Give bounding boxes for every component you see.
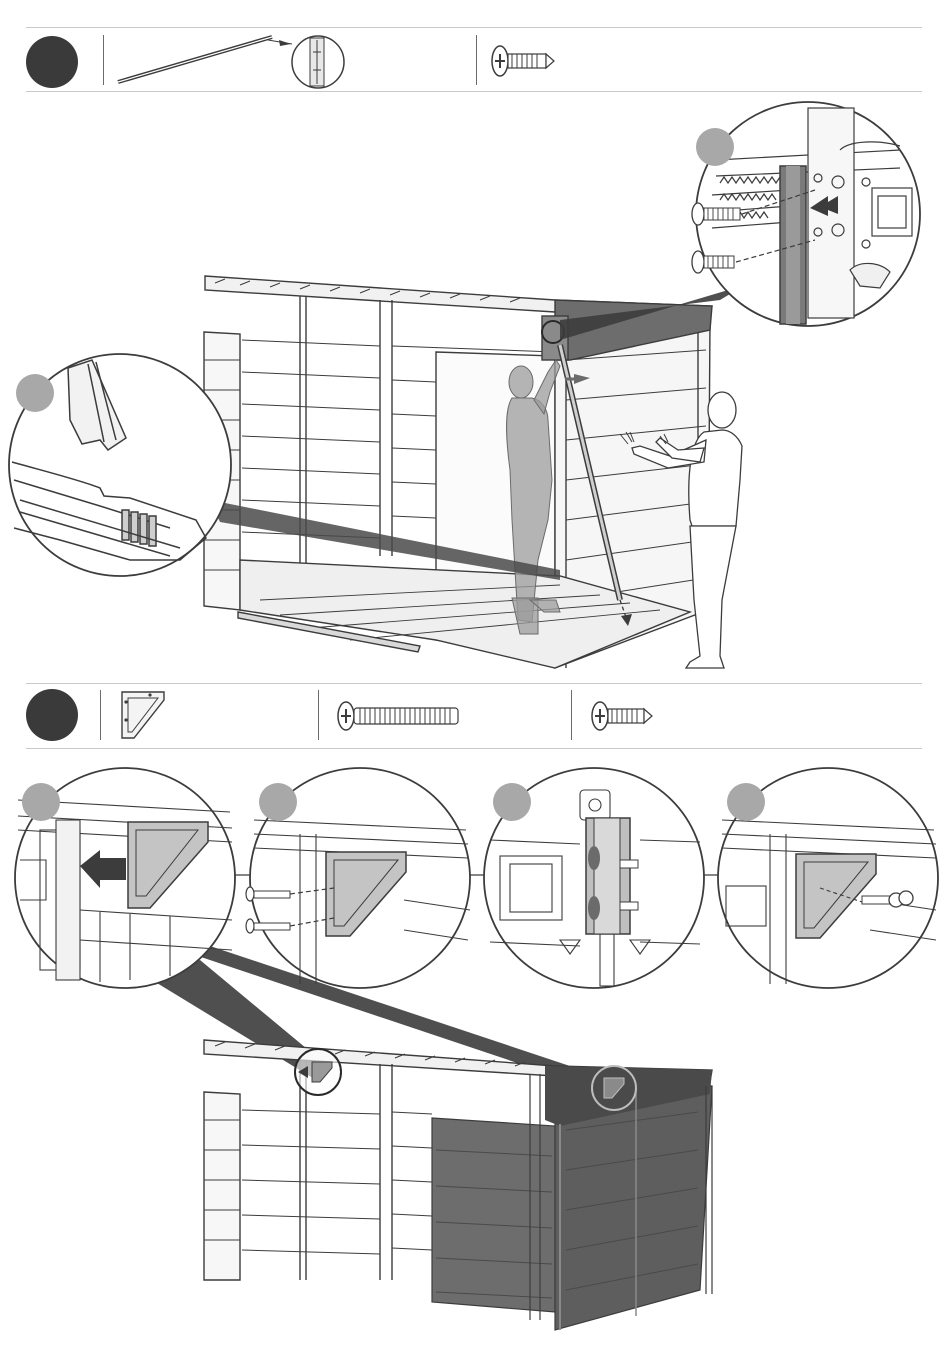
bolt-through-post-detail-callout	[484, 768, 704, 988]
bolt-insert-detail-callout	[246, 768, 470, 988]
callout-number-dot	[493, 783, 531, 821]
screw-fasten-detail-callout	[718, 768, 938, 988]
bracket-location-ring	[295, 1049, 341, 1095]
callout-number-dot	[22, 783, 60, 821]
callout-number-dot	[259, 783, 297, 821]
bracket-position-detail-callout	[15, 768, 235, 988]
dark-front-panel	[432, 1118, 555, 1312]
callout-number-dot	[727, 783, 765, 821]
